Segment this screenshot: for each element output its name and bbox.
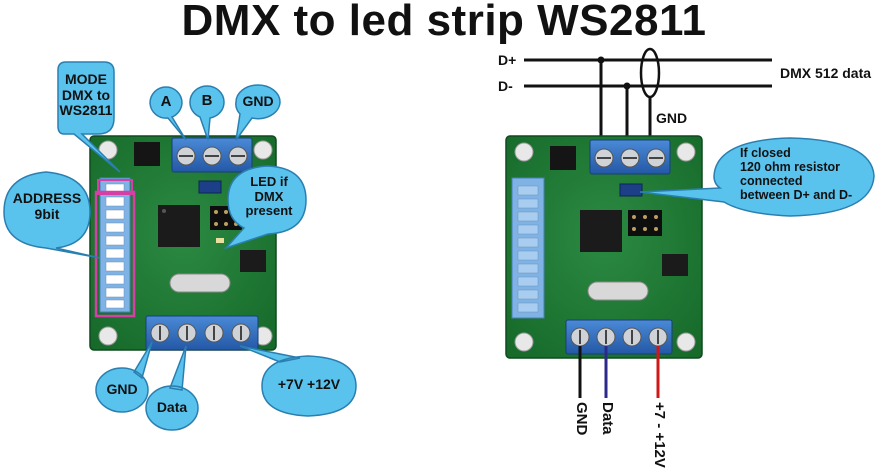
bubble-gnd-top [235,84,281,141]
gnd-bus-label: GND [656,110,688,126]
led [216,238,224,243]
dip-switch [99,177,131,313]
left-board [89,135,277,351]
resistor-note: If closed 120 ohm resistor connected bet… [740,146,880,202]
bubble-data [145,345,199,431]
resistor-line-4: between D+ and D- [740,188,853,202]
power-callout: +7V +12V [277,376,341,392]
a-callout: A [160,93,172,110]
wire-data-label: Data [599,402,616,435]
gnd-bottom-callout: GND [106,381,138,397]
address-highlight [94,190,136,318]
led-line-3: present [245,203,293,219]
dplus-label: D+ [498,52,517,68]
gnd-top-callout: GND [242,93,274,109]
left-callouts [3,61,357,431]
dminus-label: D- [498,78,513,94]
led-line-1: LED if [250,174,288,189]
right-dip-switch [511,177,545,319]
b-callout: B [201,92,213,109]
regulator [240,250,266,272]
shield-loop [639,47,661,99]
bubble-address [3,171,101,259]
bubble-resistor [639,137,875,217]
left-top-terminal [171,137,253,173]
bubble-gnd-bottom [95,341,153,413]
mode-line-3: WS2811 [59,102,113,119]
bubble-led [223,165,307,250]
wire-gnd-label: GND [573,402,590,436]
right-bottom-terminal [565,319,673,355]
data-callout: Data [156,399,188,415]
wire-power-label: +7 - +12V [651,402,668,468]
mode-highlight [97,179,133,195]
resistor-line-3: connected [740,174,803,188]
left-bottom-terminal [145,315,259,351]
led-callout: LED if DMX present [232,174,306,219]
crystal [169,273,231,293]
address-line-1: ADDRESS [12,190,82,206]
bus-label: DMX 512 data [780,65,872,81]
jumper [198,180,222,194]
bubble-mode [57,61,121,173]
mode-line-1: MODE [65,71,107,87]
small-ic [134,142,160,166]
bubble-a [149,86,187,141]
mount-hole [98,326,118,346]
resistor-line-1: If closed [740,146,791,160]
right-top-terminal [589,139,671,175]
mount-hole [253,140,273,160]
bubble-b [189,85,225,141]
right-board [505,47,875,398]
led-line-2: DMX [254,188,284,204]
address-callout: ADDRESS 9bit [4,190,90,222]
resistor-line-2: 120 ohm resistor [740,160,841,174]
address-line-2: 9bit [34,205,60,222]
bubble-power [239,345,357,417]
page-title: DMX to led strip WS2811 [181,0,707,45]
right-jumper [619,183,643,197]
mode-line-2: DMX to [61,86,111,103]
mode-callout: MODE DMX to WS2811 [48,71,124,119]
